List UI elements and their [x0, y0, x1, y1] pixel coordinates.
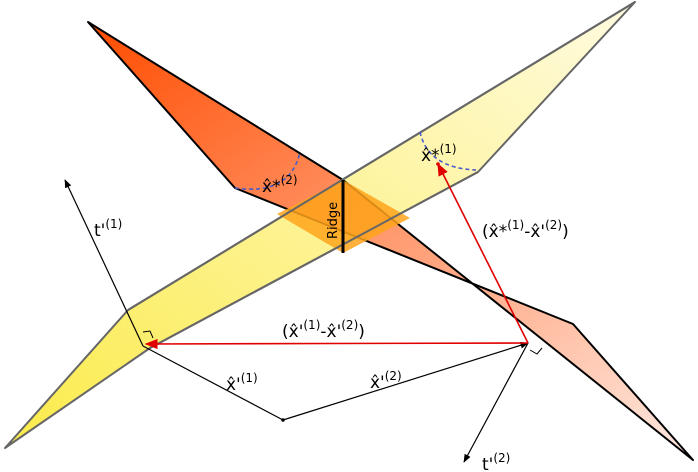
arrow-diff-x — [144, 338, 529, 350]
yellow-plane-edge — [149, 171, 479, 349]
origin-point — [281, 418, 285, 422]
right-angle-mark-1 — [142, 330, 154, 339]
dashed-arc-xstar1 — [419, 131, 477, 171]
label-xstar2: x̂*(2) — [262, 173, 298, 197]
label-x2: x̂'(2) — [370, 369, 402, 393]
label-x1: x̂'(1) — [226, 371, 258, 395]
dashed-arc-xstar2 — [234, 151, 301, 190]
arrow-diff-star — [437, 162, 529, 344]
normal-t1 — [64, 179, 144, 347]
label-xstar1: x̂*(1) — [421, 142, 457, 166]
yellow-plane-edge-upper — [127, 1, 636, 311]
orange-plane — [87, 21, 694, 461]
right-angle-mark-2 — [529, 347, 543, 355]
vector-x1 — [142, 345, 284, 421]
label-t1: t'(1) — [94, 217, 122, 241]
label-diff-star: (x̂*(1)-x̂'(2)) — [482, 218, 569, 242]
label-diff-x: (x̂'(1)-x̂'(2)) — [282, 318, 365, 342]
point-xstar1 — [436, 162, 440, 166]
normal-t2 — [463, 342, 529, 463]
ridge-label: Ridge — [326, 202, 341, 239]
label-t2: t'(2) — [482, 451, 510, 472]
vector-x2 — [282, 342, 529, 421]
